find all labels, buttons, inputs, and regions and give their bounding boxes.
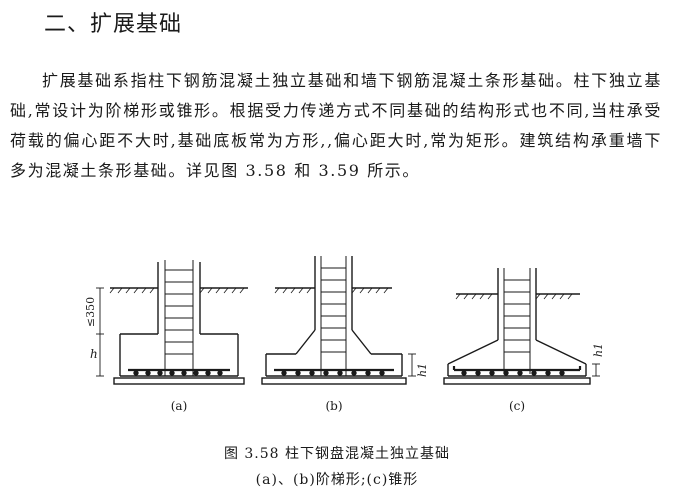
figure-subcaption: (a)、(b)阶梯形;(c)锥形: [255, 472, 419, 488]
foundation-figure: ≤350 h (a) h1 (b): [84, 256, 605, 413]
dim-h1-b: h1: [416, 363, 429, 377]
dim-le350: ≤350: [84, 297, 97, 327]
footing-a: [96, 260, 248, 385]
figure-caption: 图 3.58 柱下钢盘混凝土独立基础: [223, 446, 451, 462]
footing-b: [261, 256, 416, 385]
label-a: (a): [171, 399, 188, 413]
body-paragraph: 扩展基础系指柱下钢筋混凝土独立基础和墙下钢筋混凝土条形基础。柱下独立基础,常设计…: [10, 71, 662, 180]
dim-h-a: h: [90, 347, 98, 361]
footing-c: [443, 268, 600, 385]
label-b: (b): [325, 399, 342, 413]
label-c: (c): [509, 399, 525, 413]
dim-h1-c: h1: [592, 343, 605, 357]
section-heading: 二、扩展基础: [44, 12, 183, 37]
